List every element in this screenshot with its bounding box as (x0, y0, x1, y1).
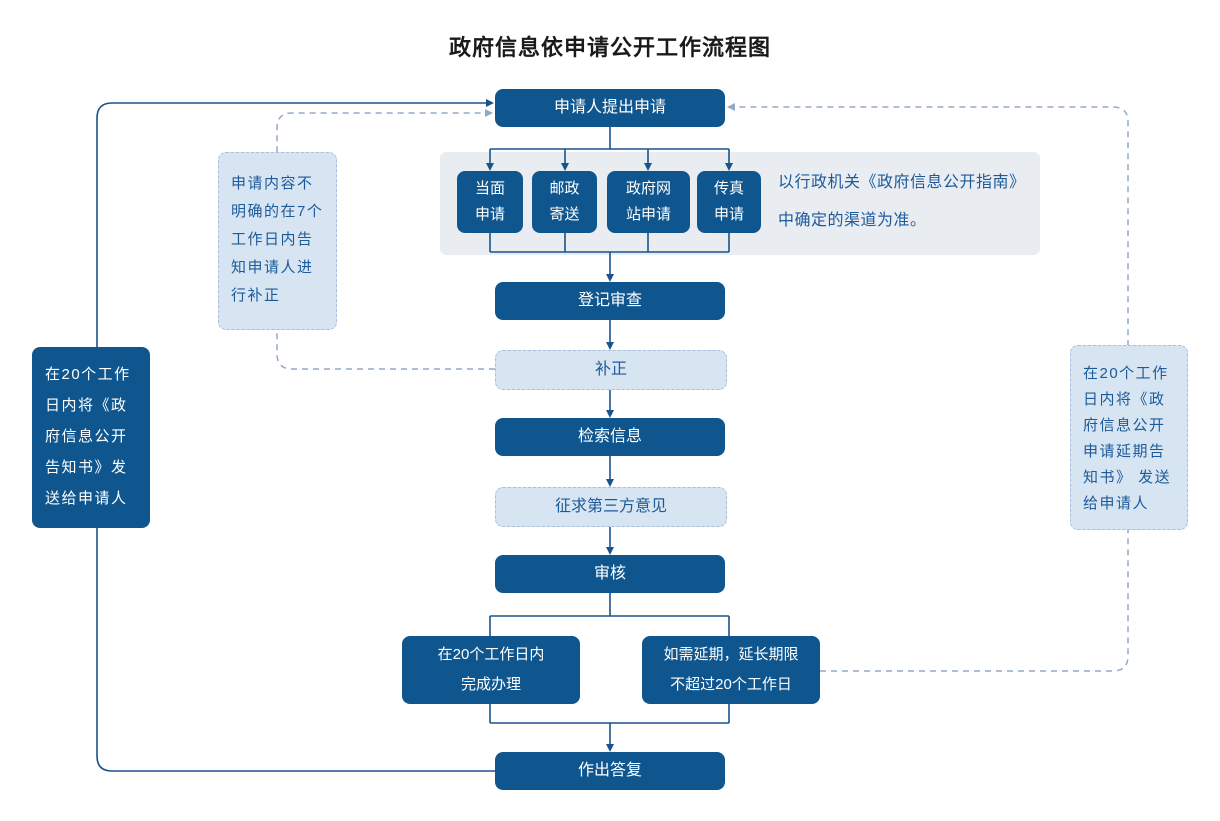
note-disclosure-notice-left: 在20个工作 日内将《政 府信息公开 告知书》发 送给申请人 (32, 347, 150, 528)
edge-branches-merge (489, 704, 730, 724)
node-channel-in-person: 当面 申请 (457, 171, 523, 233)
node-applicant-submits: 申请人提出申请 (495, 89, 725, 127)
node-search-info: 检索信息 (495, 418, 725, 456)
node-correction: 补正 (495, 350, 727, 390)
edge-applicant-to-channels (490, 127, 729, 150)
node-third-party-opinion: 征求第三方意见 (495, 487, 727, 527)
page-title: 政府信息依申请公开工作流程图 (448, 35, 771, 60)
edge-review-split (489, 593, 730, 636)
node-extension-up-to-20-days: 如需延期，延长期限 不超过20个工作日 (642, 636, 820, 704)
node-channel-fax: 传真 申请 (697, 171, 761, 233)
node-channel-postal: 邮政 寄送 (532, 171, 597, 233)
channel-note: 以行政机关《政府信息公开指南》 中确定的渠道为准。 (778, 174, 1026, 229)
edge-correction-loop-to-applicant (276, 109, 495, 370)
node-complete-within-20-days: 在20个工作日内 完成办理 (402, 636, 580, 704)
node-review: 审核 (495, 555, 725, 593)
node-reply: 作出答复 (495, 752, 725, 790)
note-correction-within-7-days: 申请内容不 明确的在7个 工作日内告 知申请人进 行补正 (218, 152, 337, 330)
edge-channels-merge (489, 233, 730, 253)
note-extension-notice-right: 在20个工作 日内将《政 府信息公开 申请延期告 知书》 发送 给申请人 (1070, 345, 1188, 530)
node-register-review: 登记审查 (495, 282, 725, 320)
node-channel-website: 政府网 站申请 (607, 171, 690, 233)
